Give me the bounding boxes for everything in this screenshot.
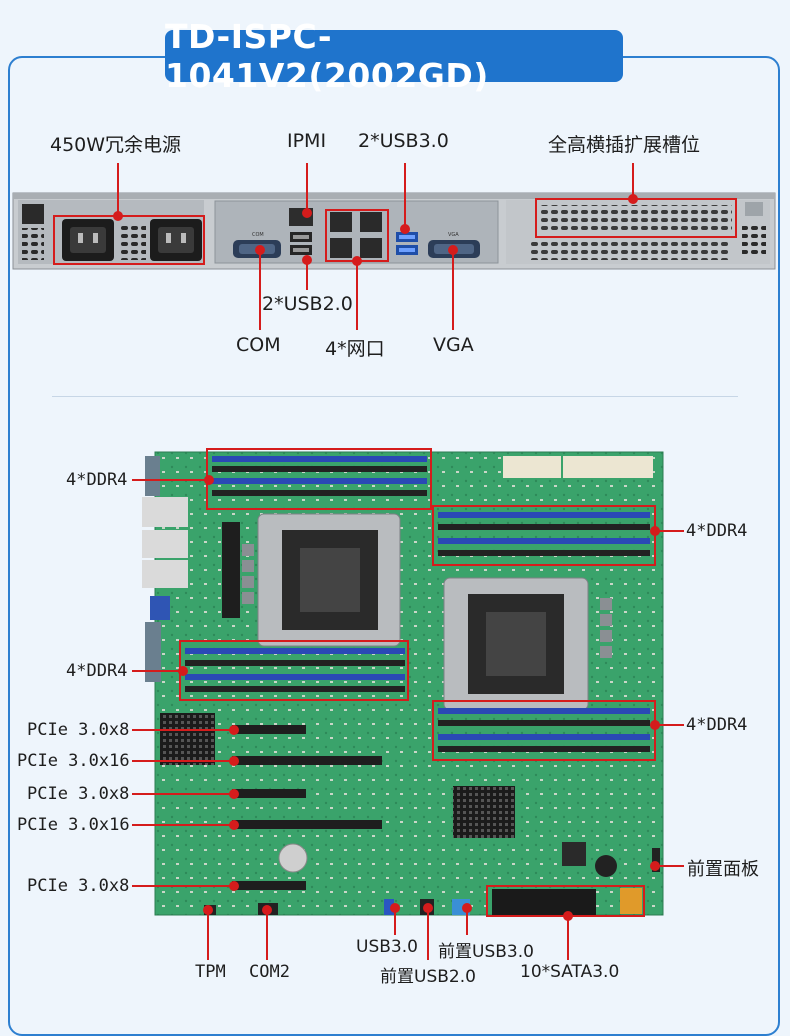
pcie-slots — [232, 725, 382, 890]
label-com2: COM2 — [249, 962, 290, 982]
ddr-mid-right — [438, 708, 650, 752]
label-tpm: TPM — [195, 962, 226, 982]
label-sata: 10*SATA3.0 — [520, 962, 620, 982]
label-pcie-slot4: PCIe 3.0x16 — [17, 815, 130, 835]
label-pcie-slot5: PCIe 3.0x8 — [27, 876, 130, 896]
ddr-top-right — [438, 512, 650, 556]
label-front-usb20: 前置USB2.0 — [380, 967, 476, 987]
svg-text:COM: COM — [252, 232, 264, 238]
label-usb30-rear: 2*USB3.0 — [358, 130, 449, 152]
label-front-panel: 前置面板 — [687, 859, 759, 880]
ddr-mid-left — [185, 648, 405, 692]
label-front-usb30: 前置USB3.0 — [438, 942, 534, 962]
svg-text:VGA: VGA — [448, 232, 459, 238]
label-ddr-top-left: 4*DDR4 — [66, 470, 128, 490]
ddr-slots — [185, 456, 650, 752]
label-com: COM — [236, 334, 281, 356]
chassis-rear-panel: COM VGA — [12, 192, 776, 270]
label-pcie-slot1: PCIe 3.0x8 — [27, 720, 130, 740]
label-lan: 4*网口 — [325, 338, 385, 360]
motherboard — [142, 451, 664, 916]
label-usb20-rear: 2*USB2.0 — [262, 293, 353, 315]
label-usb30-onboard: USB3.0 — [356, 937, 418, 957]
rear-leaders — [113, 163, 638, 330]
label-ddr-mid-left: 4*DDR4 — [66, 661, 128, 681]
label-ddr-mid-right: 4*DDR4 — [686, 715, 748, 735]
board-leaders — [132, 475, 684, 960]
product-illustration: COM VGA — [12, 163, 776, 960]
label-vga: VGA — [433, 334, 474, 356]
label-pcie-slot3: PCIe 3.0x8 — [27, 784, 130, 804]
label-pcie-slot2: PCIe 3.0x16 — [17, 751, 130, 771]
ddr-top-left — [212, 456, 427, 496]
label-psu: 450W冗余电源 — [50, 134, 182, 156]
label-expansion-slot: 全高横插扩展槽位 — [548, 134, 701, 156]
label-ddr-top-right: 4*DDR4 — [686, 521, 748, 541]
bottom-connectors — [204, 848, 660, 915]
section-divider — [52, 396, 738, 397]
label-ipmi: IPMI — [287, 130, 327, 152]
